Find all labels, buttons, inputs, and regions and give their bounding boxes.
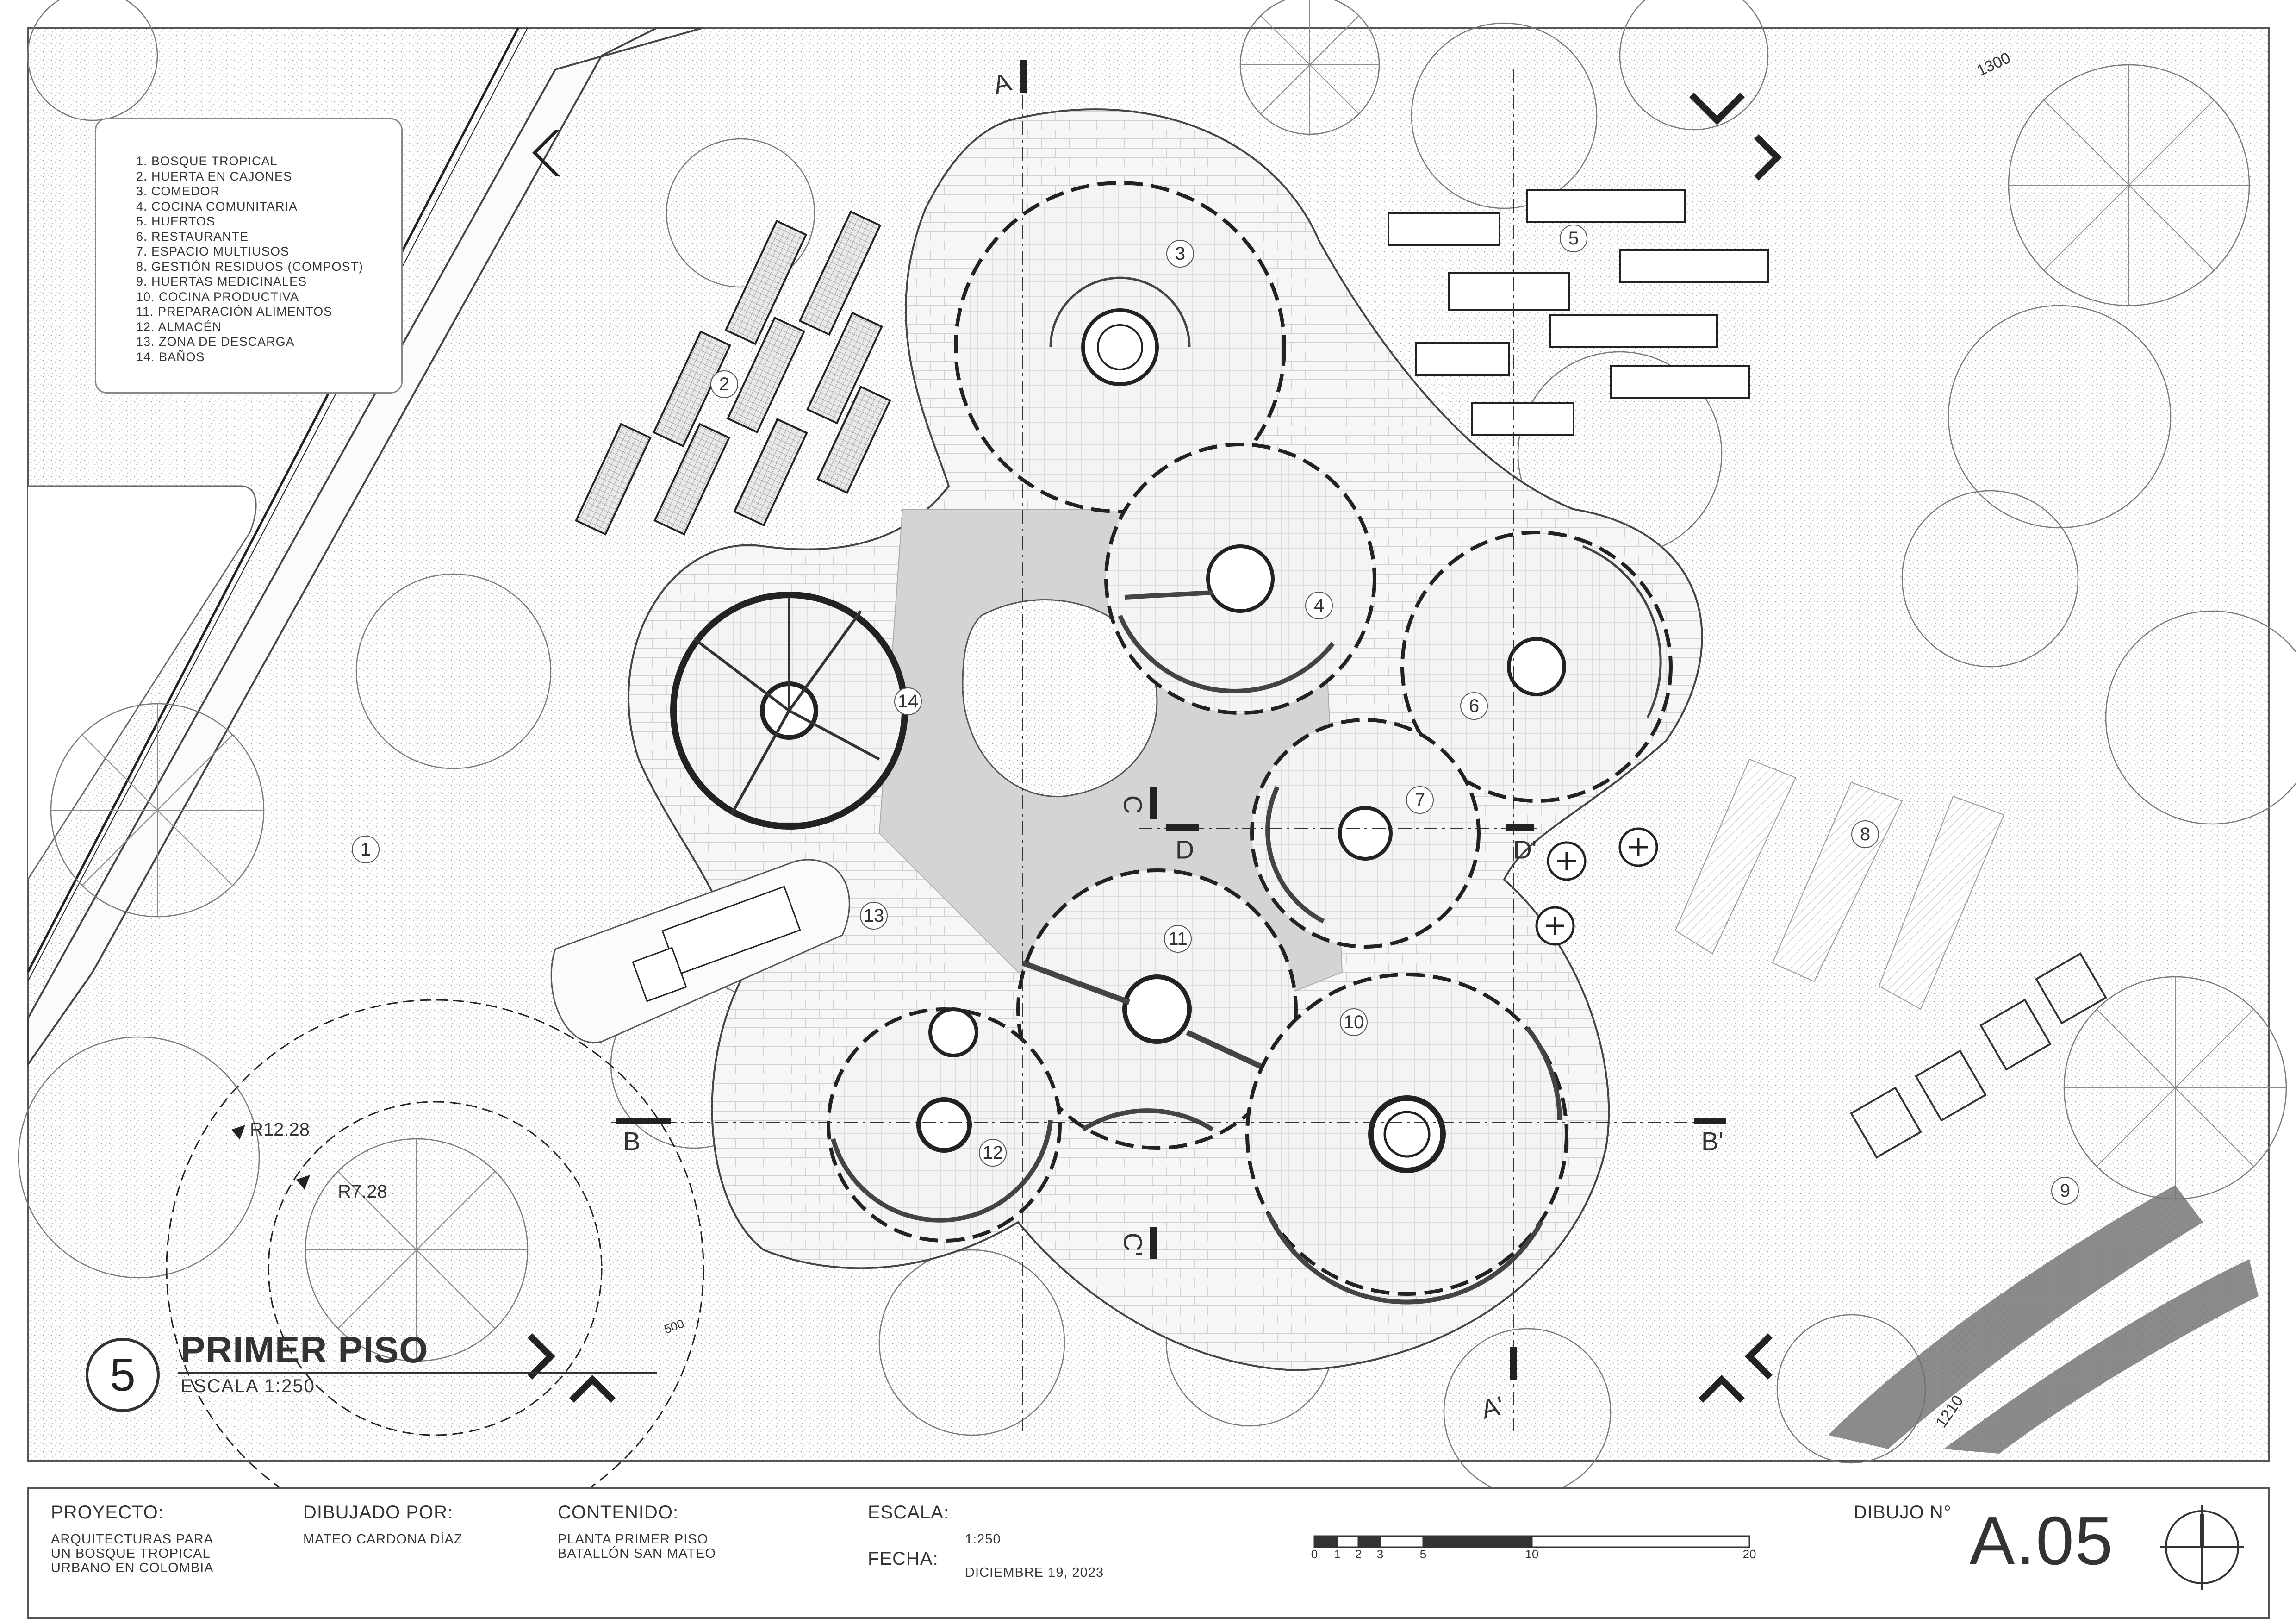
- module-cocina-comunitaria: [1104, 443, 1376, 715]
- date-label: FECHA:: [868, 1549, 939, 1569]
- legend-item: 5. HUERTOS: [136, 214, 216, 228]
- section-mark-d: D: [1175, 835, 1195, 864]
- legend-item: 9. HUERTAS MEDICINALES: [136, 275, 307, 288]
- module-almacen: [827, 1007, 1062, 1243]
- module-preparacion: [1016, 868, 1298, 1150]
- title-block-frame: [27, 1487, 2270, 1619]
- legend-item: 12. ALMACÉN: [136, 319, 222, 334]
- legend-item: 2. HUERTA EN CAJONES: [136, 169, 292, 183]
- project-line: URBANO EN COLOMBIA: [51, 1561, 214, 1575]
- project-line: ARQUITECTURAS PARA: [51, 1532, 214, 1547]
- road-edge: [26, 27, 520, 973]
- radius-label-outer: R12.28: [250, 1119, 310, 1140]
- section-lines: [611, 69, 1722, 1435]
- project-label: PROYECTO:: [51, 1502, 164, 1523]
- zone-label-6: 6: [1460, 692, 1488, 720]
- legend-item: 11. PREPARACIÓN ALIMENTOS: [136, 305, 333, 319]
- zone-label-2: 2: [710, 370, 738, 398]
- drawing-scale: ESCALA 1:250: [180, 1376, 315, 1396]
- zone-label-7: 7: [1406, 786, 1434, 814]
- legend-item: 4. COCINA COMUNITARIA: [136, 199, 298, 213]
- drawing-title: PRIMER PISO: [180, 1329, 429, 1370]
- legend-item: 7. ESPACIO MULTIUSOS: [136, 244, 290, 258]
- section-mark-c-prime: C': [1118, 1232, 1148, 1256]
- scale-value: 1:250: [965, 1532, 1001, 1547]
- zone-label-13: 13: [860, 902, 888, 930]
- drawn-by-label: DIBUJADO POR:: [303, 1502, 454, 1523]
- medicinal-beds: [1828, 1185, 2259, 1454]
- project-name: ARQUITECTURAS PARA UN BOSQUE TROPICAL UR…: [51, 1532, 214, 1575]
- elevation-markers: [528, 93, 1782, 1403]
- scale-bar-label: 5: [1419, 1547, 1427, 1561]
- legend-item: 13. ZONA DE DESCARGA: [136, 335, 295, 349]
- road-edge: [27, 27, 528, 982]
- turnaround-inner: [268, 1101, 603, 1436]
- cajones-beds: [575, 210, 891, 536]
- module-multiusos: [1250, 718, 1481, 949]
- walkway: [27, 485, 257, 880]
- round-fixtures: [1535, 827, 1658, 946]
- legend-item: 14. BAÑOS: [136, 350, 205, 364]
- legend-item: 3. COMEDOR: [136, 184, 220, 198]
- scale-bar-label: 3: [1376, 1547, 1384, 1561]
- section-mark-b: B: [623, 1126, 641, 1156]
- zone-label-4: 4: [1305, 592, 1333, 619]
- legend-item: 10. COCINA PRODUCTIVA: [136, 289, 299, 304]
- zone-label-1: 1: [352, 836, 380, 863]
- zone-label-11: 11: [1164, 925, 1192, 953]
- zone-label-9: 9: [2051, 1177, 2079, 1205]
- module-banos: [670, 592, 908, 830]
- scale-bar: [1313, 1535, 1750, 1548]
- scale-bar-label: 0: [1311, 1547, 1318, 1561]
- module-restaurante: [1400, 531, 1673, 803]
- project-line: UN BOSQUE TROPICAL: [51, 1546, 211, 1561]
- title-underline: [178, 1372, 657, 1374]
- zone-label-5: 5: [1560, 225, 1587, 252]
- zone-label-14: 14: [894, 687, 922, 715]
- sheet-label: DIBUJO N°: [1854, 1502, 1952, 1523]
- road-band: [27, 27, 704, 1068]
- zone-label-10: 10: [1340, 1008, 1368, 1036]
- drawing-number: 5: [86, 1338, 160, 1412]
- zone-label-3: 3: [1166, 240, 1194, 268]
- scale-bar-label: 20: [1742, 1547, 1756, 1561]
- legend-item: 6. RESTAURANTE: [136, 229, 249, 244]
- scale-label: ESCALA:: [868, 1502, 949, 1523]
- section-mark-c: C: [1118, 795, 1148, 814]
- huertos-beds: [1388, 189, 1769, 436]
- scale-bar-label: 1: [1334, 1547, 1341, 1561]
- section-arrows: [616, 60, 1726, 1380]
- drawn-by: MATEO CARDONA DÍAZ: [303, 1532, 463, 1547]
- scale-bar-label: 10: [1525, 1547, 1539, 1561]
- content-description: PLANTA PRIMER PISO BATALLÓN SAN MATEO: [558, 1532, 716, 1561]
- legend: 1. BOSQUE TROPICAL 2. HUERTA EN CAJONES …: [95, 118, 403, 394]
- module-cocina-productiva: [1245, 973, 1568, 1305]
- radius-label-inner: R7.28: [338, 1181, 387, 1202]
- north-arrow: [2160, 1505, 2244, 1590]
- legend-item: 8. GESTIÓN RESIDUOS (COMPOST): [136, 259, 364, 274]
- courtyard-garden: [962, 599, 1158, 798]
- zone-label-8: 8: [1851, 820, 1879, 848]
- section-mark-d-prime: D': [1513, 835, 1537, 864]
- section-mark-b-prime: B': [1701, 1126, 1724, 1156]
- date-value: DICIEMBRE 19, 2023: [965, 1565, 1104, 1580]
- module-comedor: [954, 181, 1286, 513]
- sheet-number: A.05: [1969, 1503, 2114, 1579]
- legend-item: 1. BOSQUE TROPICAL: [136, 154, 278, 168]
- zone-label-12: 12: [979, 1139, 1007, 1167]
- content-line: PLANTA PRIMER PISO: [558, 1532, 709, 1547]
- content-label: CONTENIDO:: [558, 1502, 679, 1523]
- garden-squares: [1850, 952, 2107, 1159]
- scale-bar-label: 2: [1355, 1547, 1362, 1561]
- radius-arrows: [231, 1125, 310, 1190]
- truck-icon: [632, 886, 801, 1002]
- content-line: BATALLÓN SAN MATEO: [558, 1546, 716, 1561]
